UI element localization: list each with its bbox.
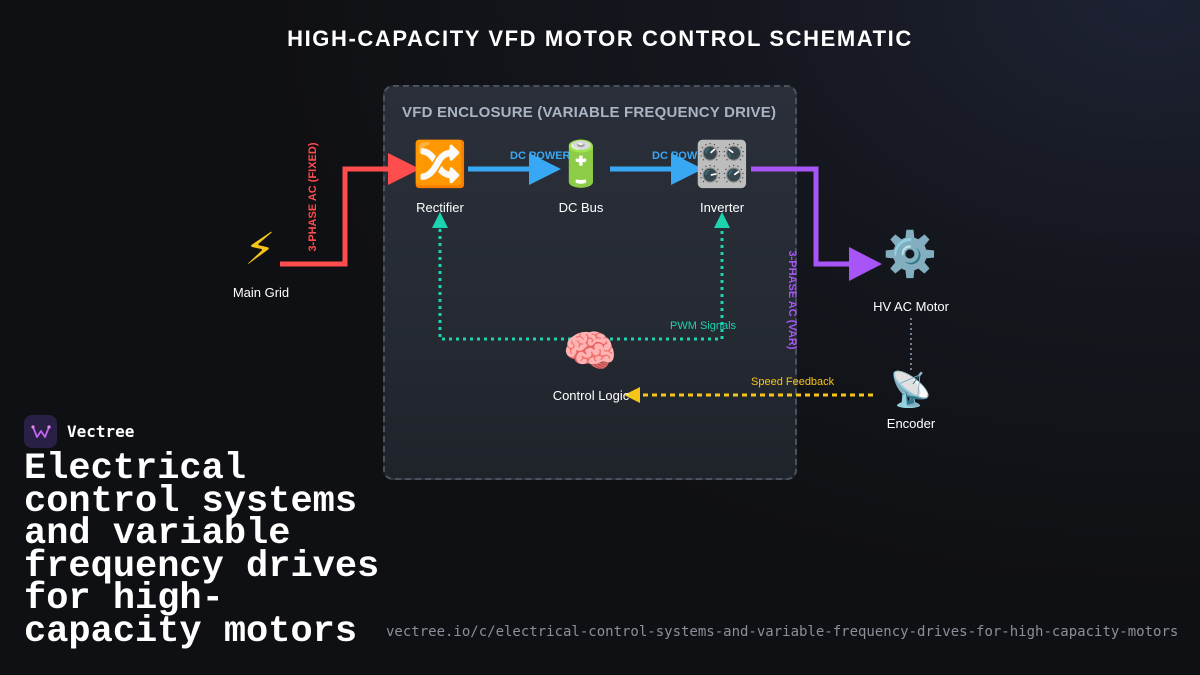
shuffle-icon: 🔀: [412, 139, 468, 190]
page-url[interactable]: vectree.io/c/electrical-control-systems-…: [386, 624, 1179, 640]
edge-label-pwm: PWM Signals: [670, 320, 737, 332]
satellite-antenna-icon: 📡: [889, 370, 933, 410]
node-label-encoder: Encoder: [886, 416, 936, 431]
edge-label-grid-to-rectifier: 3-PHASE AC (FIXED): [307, 142, 319, 252]
gear-icon: ⚙️: [882, 229, 938, 280]
wire-pwm-loop: [438, 222, 724, 341]
node-label-control-logic: Control Logic: [552, 388, 630, 403]
brand: Vectree: [24, 415, 134, 448]
wire-grid-to-rectifier: [280, 166, 392, 267]
page-title: HIGH-CAPACITY VFD MOTOR CONTROL SCHEMATI…: [287, 26, 913, 51]
edge-label-rectifier-to-bus: DC POWER: [510, 150, 571, 162]
headline: Electrical control systems and variable …: [24, 448, 380, 653]
lightning-icon: ⚡: [244, 224, 276, 275]
edge-label-speed-feedback: Speed Feedback: [751, 376, 835, 388]
enclosure-title: VFD ENCLOSURE (VARIABLE FREQUENCY DRIVE): [402, 104, 777, 121]
node-label-inverter: Inverter: [699, 200, 745, 215]
edge-label-bus-to-inverter: DC POWER: [652, 150, 713, 162]
vectree-logo-icon: [24, 415, 57, 448]
battery-icon: 🔋: [553, 139, 609, 190]
arrowhead-pwm-rectifier: [432, 212, 448, 228]
node-label-main-grid: Main Grid: [232, 285, 290, 300]
arrowhead-pwm-inverter: [714, 212, 730, 228]
node-label-motor: HV AC Motor: [873, 299, 949, 314]
control-knobs-icon: 🎛️: [694, 139, 750, 190]
arrowhead-rectifier-to-bus: [529, 153, 561, 185]
edge-label-inverter-to-motor: 3-PHASE AC (VAR): [786, 250, 798, 350]
node-label-dc-bus: DC Bus: [558, 200, 604, 215]
arrowhead-bus-to-inverter: [671, 153, 703, 185]
arrowhead-speed-feedback: [624, 387, 640, 403]
node-label-rectifier: Rectifier: [416, 200, 464, 215]
brand-name: Vectree: [67, 422, 135, 441]
vfd-enclosure: [383, 85, 797, 480]
arrowhead-grid-to-rectifier: [388, 153, 420, 185]
wire-inverter-to-motor: [751, 166, 855, 267]
brain-icon: 🧠: [562, 326, 618, 377]
arrowhead-inverter-to-motor: [849, 247, 882, 281]
